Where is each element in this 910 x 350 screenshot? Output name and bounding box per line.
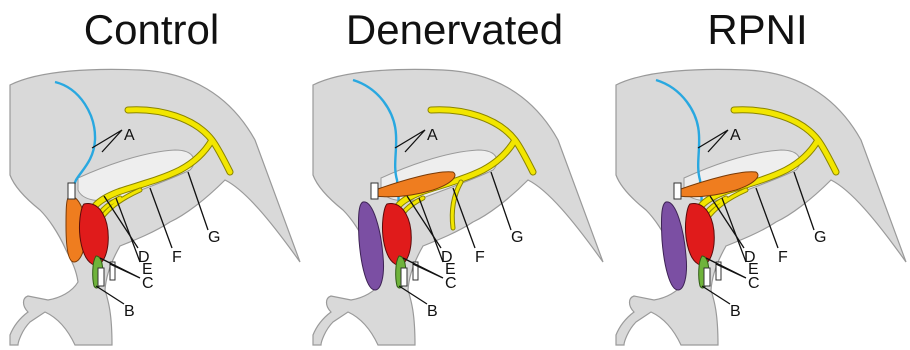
label-g: G bbox=[208, 229, 220, 246]
label-b: B bbox=[124, 303, 135, 320]
tendon-white bbox=[98, 268, 104, 286]
tendon-white bbox=[68, 183, 75, 199]
label-a: A bbox=[427, 127, 438, 144]
label-b: B bbox=[427, 303, 438, 320]
label-g: G bbox=[511, 229, 523, 246]
label-f: F bbox=[475, 249, 485, 266]
label-c: C bbox=[445, 275, 457, 292]
label-g: G bbox=[814, 229, 826, 246]
tendon-white bbox=[371, 183, 378, 199]
tendon-white bbox=[401, 268, 407, 286]
tendon-white bbox=[704, 268, 710, 286]
label-b: B bbox=[730, 303, 741, 320]
label-f: F bbox=[172, 249, 182, 266]
tendon-white bbox=[674, 183, 681, 199]
label-a: A bbox=[730, 127, 741, 144]
label-c: C bbox=[748, 275, 760, 292]
label-f: F bbox=[778, 249, 788, 266]
label-a: A bbox=[124, 127, 135, 144]
label-c: C bbox=[142, 275, 154, 292]
